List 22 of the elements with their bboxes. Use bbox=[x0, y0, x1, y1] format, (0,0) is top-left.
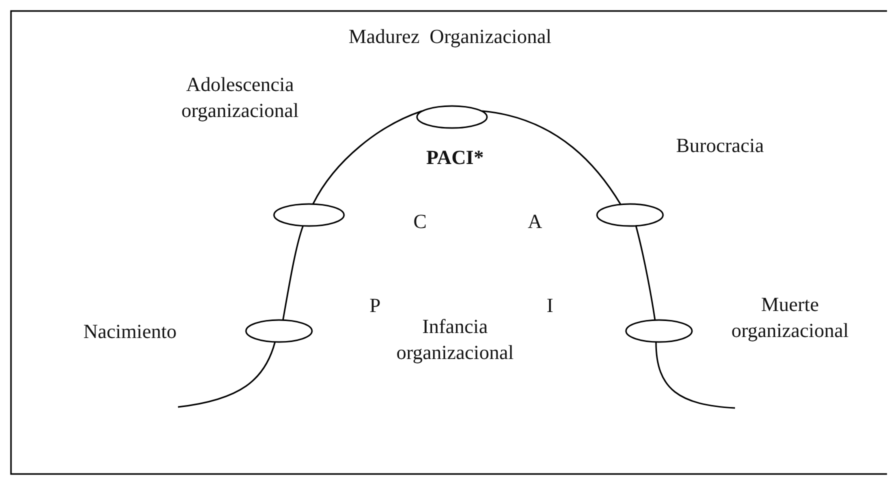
stage-ellipse bbox=[273, 203, 345, 227]
stage-letter: P bbox=[368, 294, 382, 319]
stage-letter: C bbox=[412, 210, 428, 235]
curve-line bbox=[312, 110, 422, 204]
curve-line bbox=[635, 226, 656, 320]
curve-line bbox=[178, 342, 276, 408]
stage-ellipse bbox=[596, 203, 664, 227]
stage-ellipse bbox=[416, 105, 488, 129]
curve-line bbox=[655, 342, 736, 409]
curve-line bbox=[282, 226, 304, 320]
stage-label: Muerte organizacional bbox=[730, 293, 850, 344]
curve-line bbox=[482, 110, 622, 206]
model-title: PACI* bbox=[425, 146, 485, 171]
stage-letter: I bbox=[546, 294, 554, 319]
stage-label: Madurez Organizacional bbox=[348, 25, 552, 50]
stage-ellipse bbox=[625, 319, 693, 343]
stage-ellipse bbox=[245, 319, 313, 343]
stage-label: Adolescencia organizacional bbox=[180, 73, 300, 124]
stage-label: Infancia organizacional bbox=[395, 315, 515, 366]
stage-label: Nacimiento bbox=[82, 320, 178, 345]
stage-label: Burocracia bbox=[675, 134, 765, 159]
stage-letter: A bbox=[526, 210, 544, 235]
